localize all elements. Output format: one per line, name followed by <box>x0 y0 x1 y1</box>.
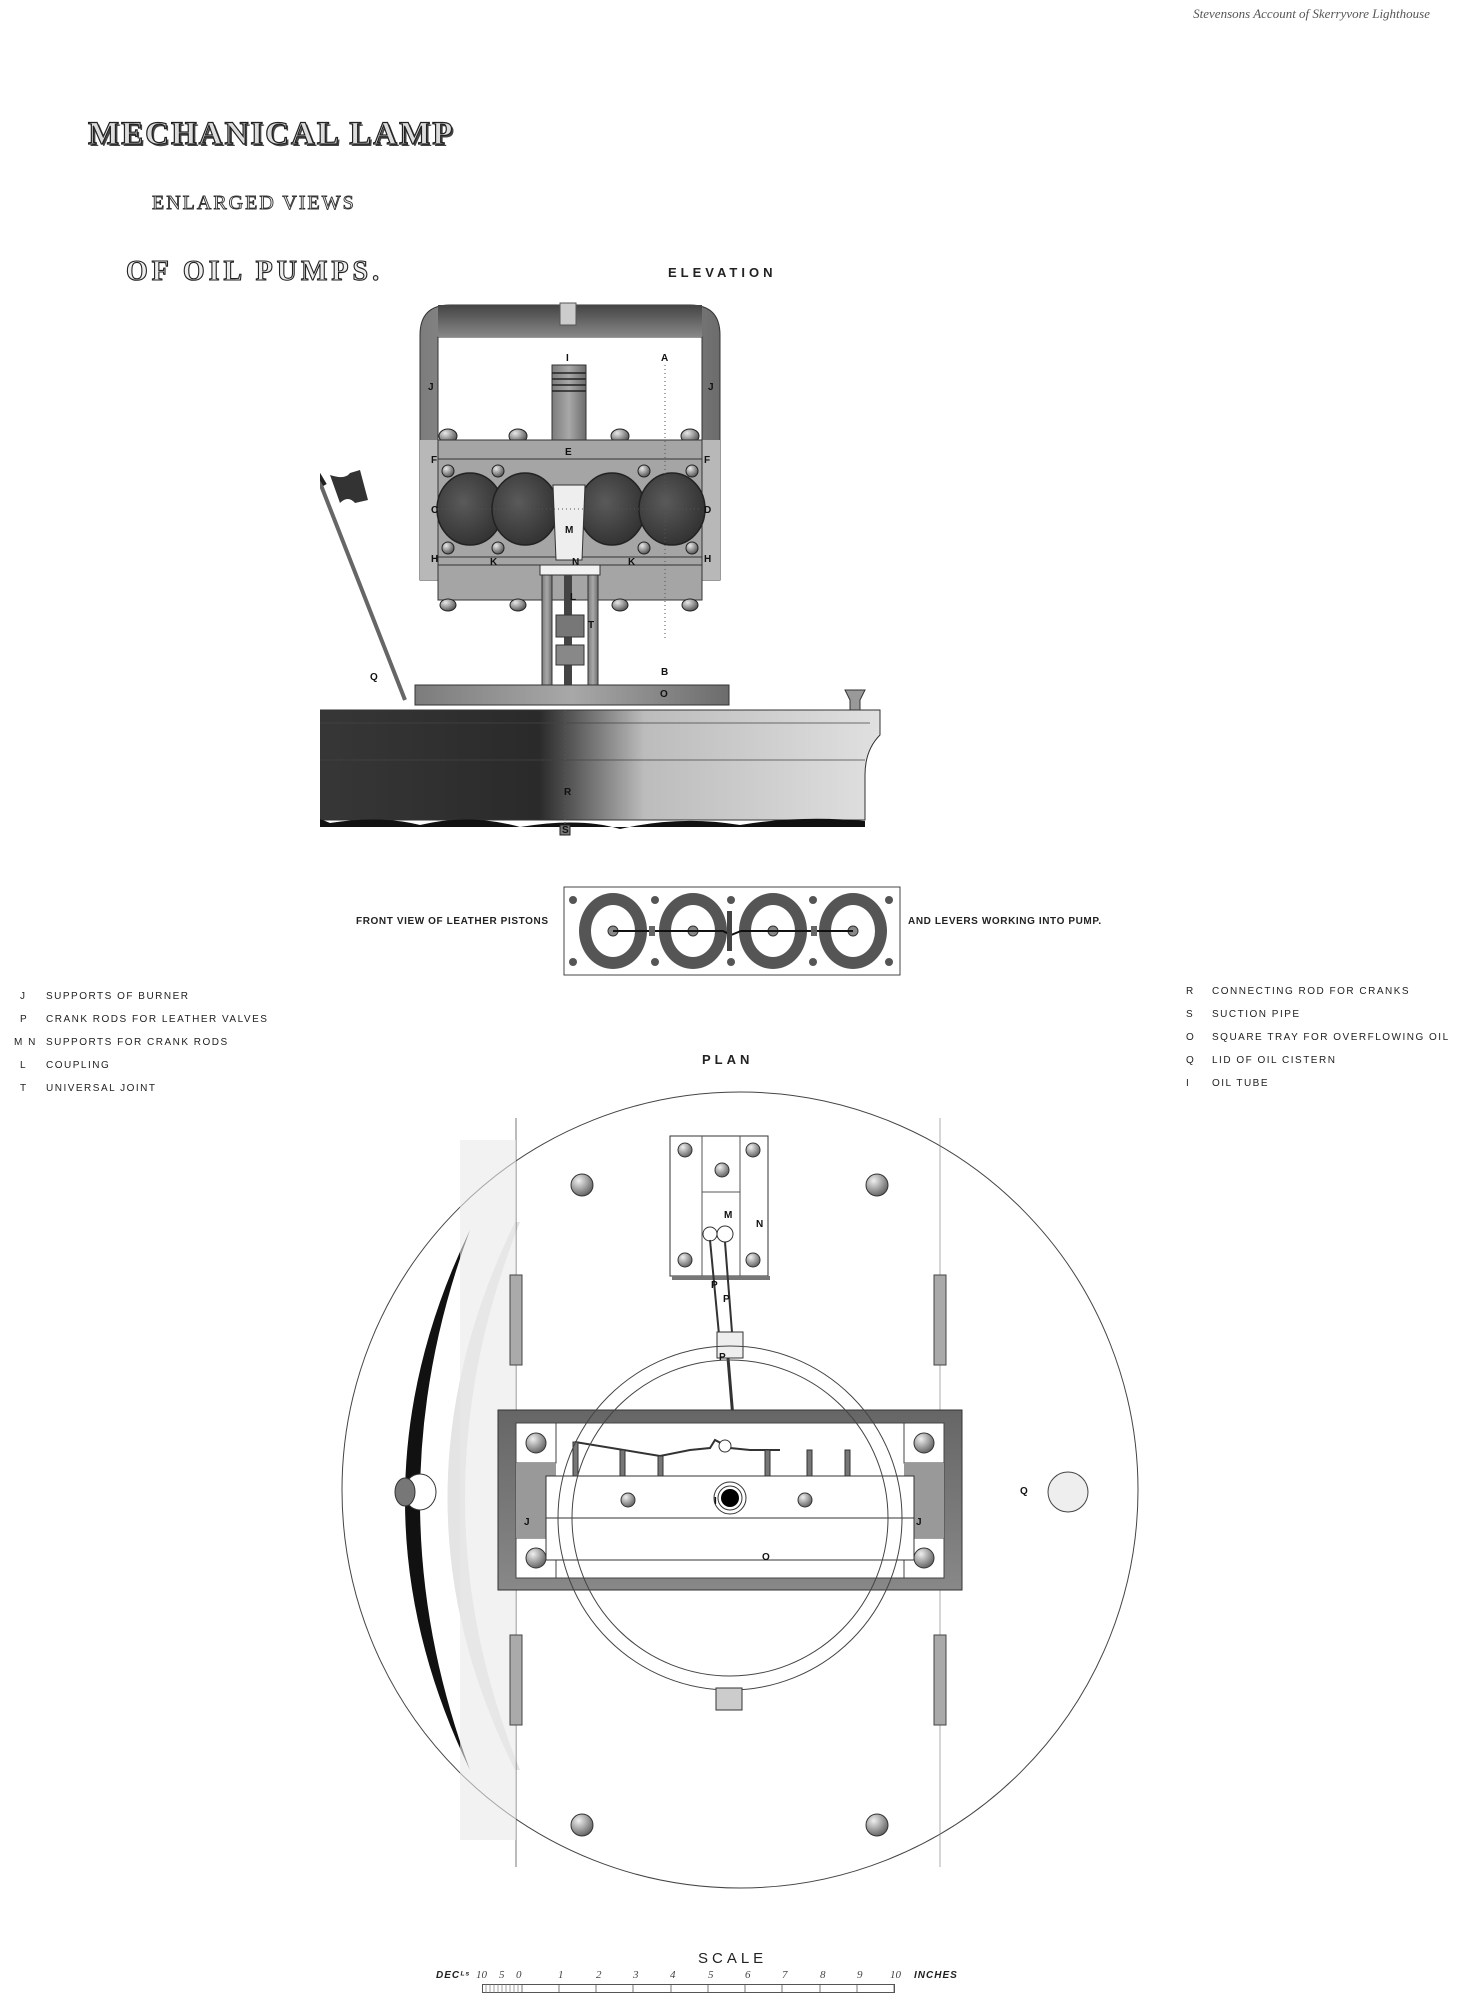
running-head: Stevensons Account of Skerryvore Lightho… <box>1193 6 1430 21</box>
svg-text:J: J <box>524 1517 530 1528</box>
scale-unit: INCHES <box>914 1970 958 1981</box>
scale-title: SCALE <box>698 1950 768 1967</box>
svg-text:J: J <box>708 382 714 393</box>
svg-text:M: M <box>724 1210 732 1221</box>
scale-ruler <box>482 1984 895 1993</box>
svg-text:Q: Q <box>370 672 378 683</box>
svg-text:A: A <box>661 353 668 364</box>
svg-text:J: J <box>916 1517 922 1528</box>
svg-text:N: N <box>756 1219 763 1230</box>
svg-text:K: K <box>628 557 636 568</box>
svg-text:C: C <box>431 505 438 516</box>
svg-text:O: O <box>762 1552 770 1563</box>
svg-text:P: P <box>723 1294 730 1305</box>
svg-text:I: I <box>566 353 569 364</box>
elevation-label: ELEVATION <box>668 265 777 280</box>
svg-text:H: H <box>704 554 711 565</box>
svg-text:D: D <box>704 505 711 516</box>
pistons-caption-right: AND LEVERS WORKING INTO PUMP. <box>908 916 1102 927</box>
svg-text:F: F <box>431 455 437 466</box>
svg-text:R: R <box>564 787 572 798</box>
scale-prefix: DECᴸˢ <box>436 1970 471 1981</box>
svg-text:S: S <box>562 825 569 836</box>
pistons-caption-left: FRONT VIEW OF LEATHER PISTONS <box>356 916 549 927</box>
svg-text:T: T <box>588 620 594 631</box>
svg-text:J: J <box>428 382 434 393</box>
plan-label: PLAN <box>702 1052 754 1067</box>
svg-text:L: L <box>570 592 576 603</box>
elevation-drawing: J J I A E F F C D M H H K K N L T B Q O … <box>320 302 881 836</box>
svg-text:N: N <box>572 557 579 568</box>
svg-text:I: I <box>714 1496 717 1507</box>
burner-support-frame <box>419 302 721 581</box>
svg-text:P: P <box>719 1352 726 1363</box>
plan-drawing: M N P P P I J J O Q <box>341 1091 1139 1889</box>
scale-bar: DECᴸˢ 10 5 0 1 2 3 4 5 6 7 8 9 10 INCHES <box>436 1969 1056 2000</box>
svg-text:H: H <box>431 554 438 565</box>
svg-text:E: E <box>565 447 572 458</box>
svg-text:P: P <box>711 1280 718 1291</box>
plate-title: MECHANICAL LAMP <box>87 115 455 152</box>
svg-text:B: B <box>661 667 668 678</box>
plate-subtitle-2: OF OIL PUMPS. <box>125 255 384 287</box>
svg-text:Q: Q <box>1020 1486 1028 1497</box>
svg-text:M: M <box>565 525 573 536</box>
plate-subtitle: ENLARGED VIEWS <box>152 192 356 215</box>
svg-text:K: K <box>490 557 498 568</box>
pistons-front-view <box>563 886 901 976</box>
svg-text:O: O <box>660 689 668 700</box>
svg-text:F: F <box>704 455 710 466</box>
